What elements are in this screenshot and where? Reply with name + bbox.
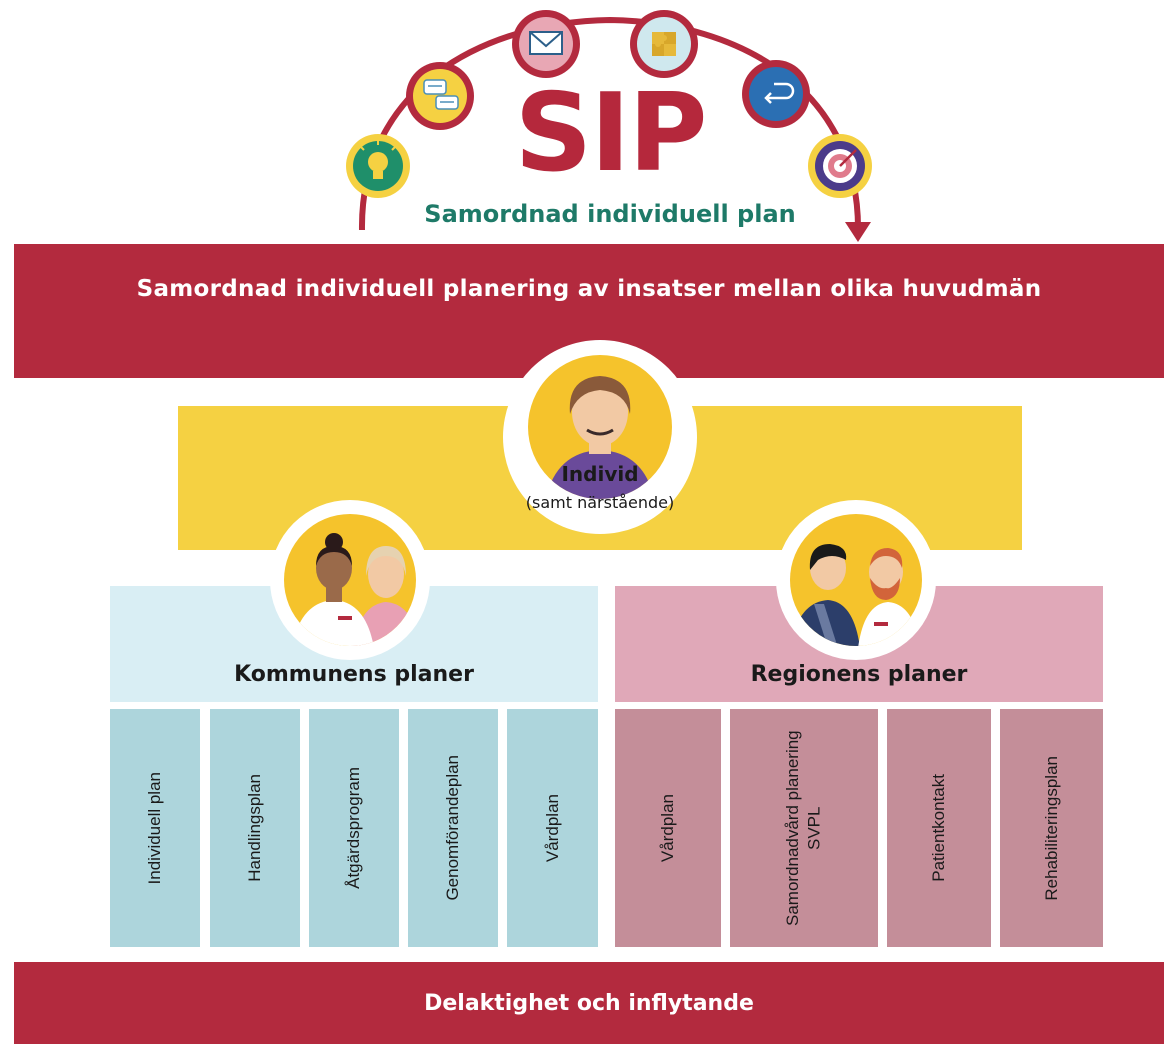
top-band-text: Samordnad individuell planering av insat… [136,276,1042,302]
kommun-plan-3: Åtgärdsprogram [309,709,399,947]
bottom-band: Delaktighet och inflytande [14,962,1164,1044]
region-title: Regionens planer [750,661,968,687]
sip-logo-text: SIP [514,71,707,196]
region-plan-4: Rehabiliteringsplan [1000,709,1103,947]
target-icon [808,134,872,198]
region-plan-2: Samordnadvård planering SVPL [730,709,878,947]
kommun-plan-label: Vårdplan [542,793,562,863]
sip-arc [346,10,872,242]
kommun-plan-4: Genomförandeplan [408,709,498,947]
lightbulb-icon [346,134,410,198]
region-plan-label: Samordnadvård planering SVPL [783,730,824,926]
region-plan-label: Rehabiliteringsplan [1041,755,1061,901]
kommun-plan-1: Individuell plan [110,709,200,947]
individ-avatar [528,355,672,499]
envelope-icon [512,10,580,78]
kommun-plan-label: Genomförandeplan [443,755,463,901]
chat-icon [406,62,474,130]
region-plan-label: Patientkontakt [929,774,949,882]
region-plan-label: Vårdplan [658,793,678,863]
sip-subtitle: Samordnad individuell plan [424,200,796,228]
kommun-plan-label: Åtgärdsprogram [344,767,364,889]
kommun-plan-label: Handlingsplan [245,774,265,882]
individ-title: Individ [561,462,639,486]
kommun-plan-5: Vårdplan [507,709,598,947]
puzzle-icon [630,10,698,78]
individ-subtitle: (samt närstående) [525,493,675,512]
kommun-title: Kommunens planer [234,661,474,687]
region-plan-3: Patientkontakt [887,709,991,947]
bottom-band-text: Delaktighet och inflytande [424,990,754,1016]
kommun-plan-label: Individuell plan [145,771,165,885]
kommun-avatar [284,514,416,646]
kommun-plan-2: Handlingsplan [210,709,300,947]
region-avatar [790,514,922,646]
arc-arrowhead-icon [845,222,871,242]
return-arrow-icon [742,60,810,128]
region-plan-1: Vårdplan [615,709,721,947]
